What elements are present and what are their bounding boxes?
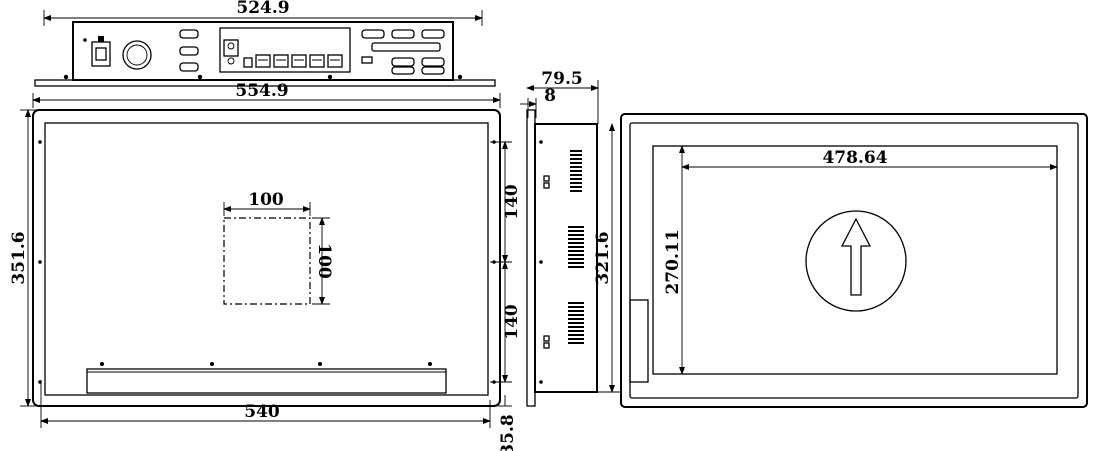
side-bezel (526, 109, 536, 407)
dim-vesa-height: 100 (314, 243, 334, 279)
dim-bottom-width: 540 (244, 402, 280, 422)
orientation-circle (805, 210, 907, 312)
front-inner-frame (44, 122, 489, 396)
dim-outer-width: 554.9 (235, 81, 288, 101)
dim-display-height: 270.11 (663, 229, 683, 294)
side-view: 79.5 8 (520, 69, 620, 407)
dim-top-width: 524.9 (236, 0, 289, 18)
dim-depth: 79.5 (541, 69, 582, 89)
dim-bezel-depth: 8 (544, 86, 556, 106)
up-arrow-icon (840, 217, 872, 296)
side-body (534, 123, 598, 393)
display-view: 478.64 270.11 (620, 113, 1088, 408)
display-active-area (652, 145, 1058, 375)
display-side-tab (629, 299, 649, 383)
display-inner-frame (629, 122, 1079, 399)
dim-mount-lower: 140 (502, 304, 522, 340)
front-outer-frame (32, 109, 501, 407)
dim-outer-height: 351.6 (9, 231, 29, 284)
display-outer-frame (620, 113, 1088, 408)
vesa-pattern (223, 217, 311, 305)
dim-bottom-offset: 35.8 (498, 414, 518, 451)
front-view: 554.9 100 100 351.6 (9, 81, 522, 451)
dim-display-width: 478.64 (822, 148, 887, 168)
top-view: 524.9 (34, 0, 496, 87)
dim-vesa-width: 100 (248, 190, 284, 210)
top-flange (34, 79, 496, 87)
dim-side-height: 321.6 (593, 231, 613, 284)
dim-mount-upper: 140 (502, 184, 522, 220)
bottom-panel (86, 368, 447, 394)
